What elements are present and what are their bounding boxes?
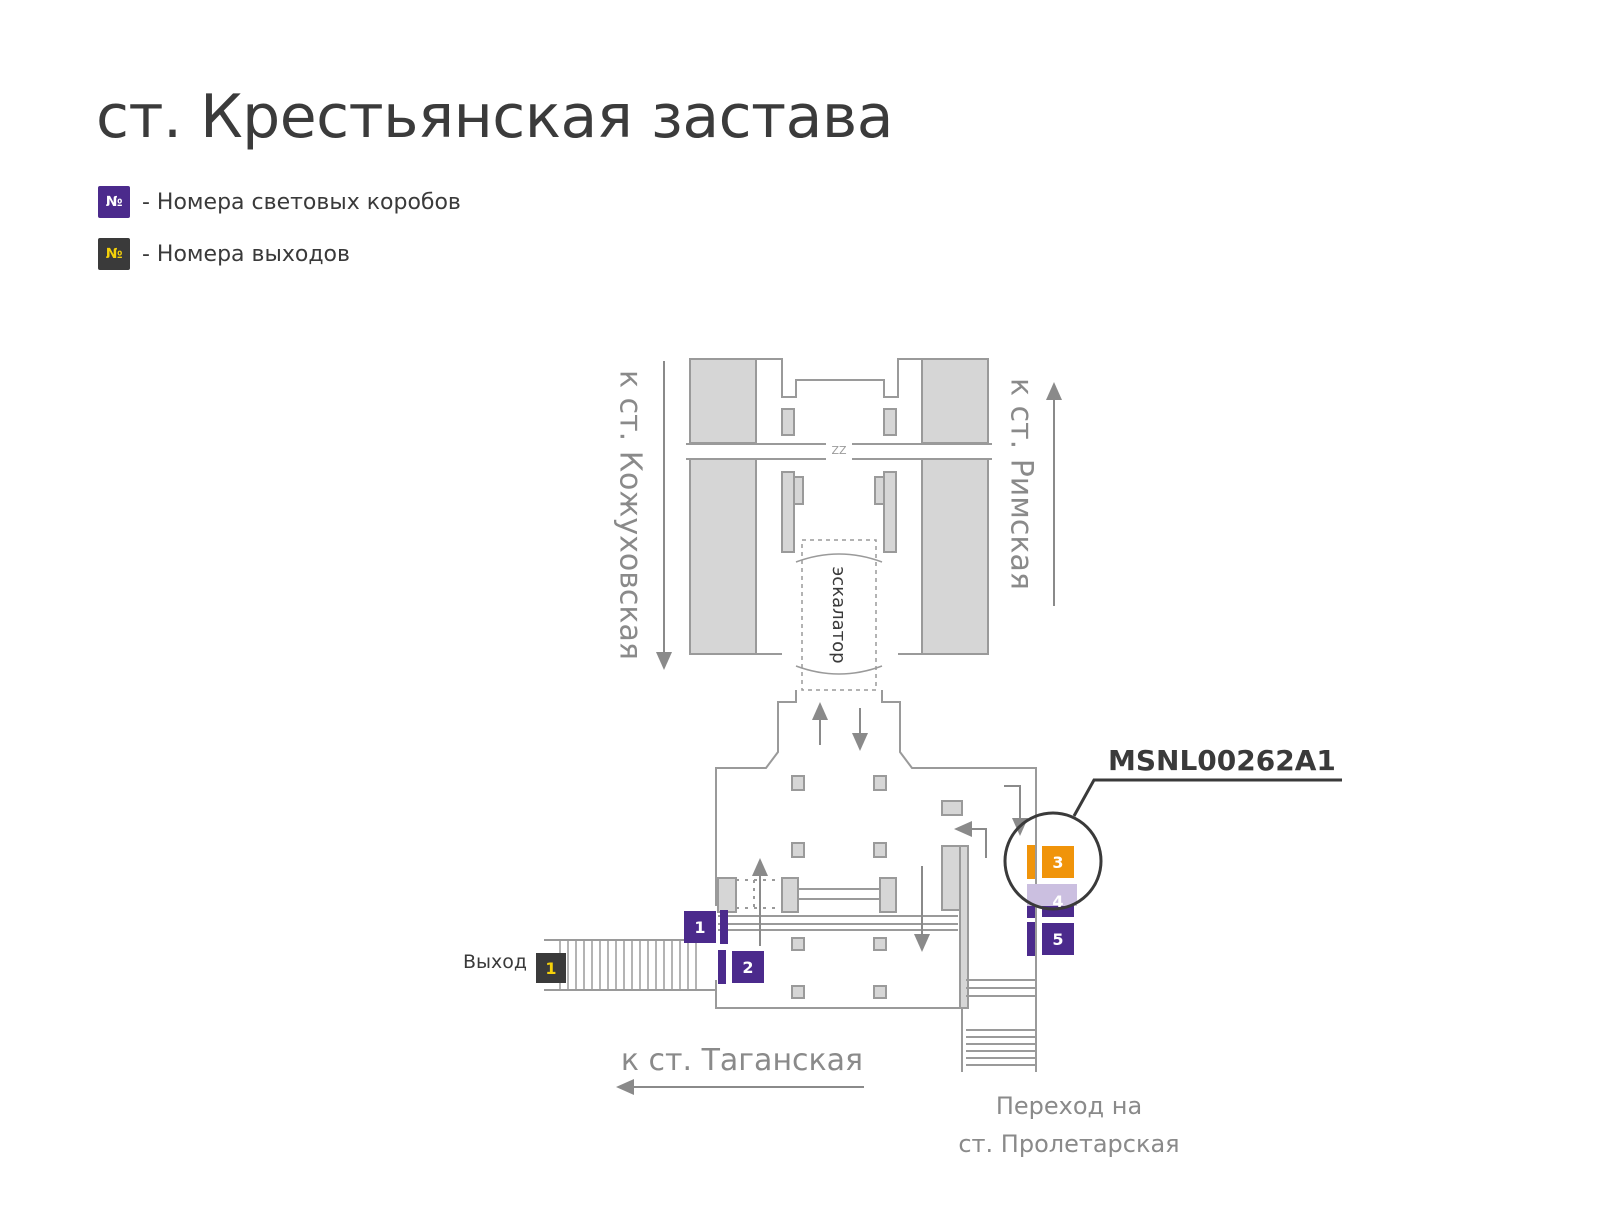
lightbox-2: 2 [718,950,764,984]
exit-label: Выход [463,951,527,973]
lightbox-5-number: 5 [1052,930,1063,949]
exit-badge [536,953,566,983]
lightbox-4-number: 4 [1052,892,1063,911]
break-mark: ZZ [831,444,847,457]
direction-kozhukhovskaya: к ст. Кожуховская [613,370,648,660]
lightbox-1-number: 1 [694,918,705,937]
left-track-upper [689,358,757,444]
legend-lightbox: № - Номера световых коробов [98,186,461,218]
exit-legend-text: - Номера выходов [142,241,350,267]
exit-number: 1 [545,959,556,978]
lightbox-3-number: 3 [1052,853,1063,872]
left-track-lower [689,458,757,655]
lightbox-2-number: 2 [742,958,753,977]
transfer-label-line1: Переход на [996,1092,1142,1120]
exit-legend-badge: № [98,238,130,270]
lightbox-4: 4 [1027,884,1077,918]
flow-arrows [752,702,1028,952]
page-title: ст. Крестьянская застава [96,82,893,152]
legend-exit: № - Номера выходов [98,238,350,270]
lightbox-3: 3 [1027,845,1074,879]
callout-code: MSNL00262A1 [1108,744,1336,777]
vestibule [544,690,1037,1072]
right-track-lower [921,458,989,655]
lightbox-legend-text: - Номера световых коробов [142,189,461,215]
platform-area [686,358,992,691]
arrow-left-icon [954,821,987,858]
callout-circle [1003,811,1103,911]
escalator-label: эскалатор [828,566,849,663]
transfer-label-line2: ст. Пролетарская [958,1130,1179,1158]
right-track-upper [921,358,989,444]
exit-stairs [559,940,697,990]
lightbox-1: 1 [684,910,728,944]
lightbox-5: 5 [1027,922,1074,956]
direction-rimskaya: к ст. Римская [1004,378,1039,590]
direction-taganskaya: к ст. Таганская [621,1043,863,1078]
lightbox-legend-badge: № [98,186,130,218]
callout-leader [1072,778,1342,817]
arrow-down-icon [1004,785,1028,836]
callout: MSNL00262A1 [1003,744,1342,911]
